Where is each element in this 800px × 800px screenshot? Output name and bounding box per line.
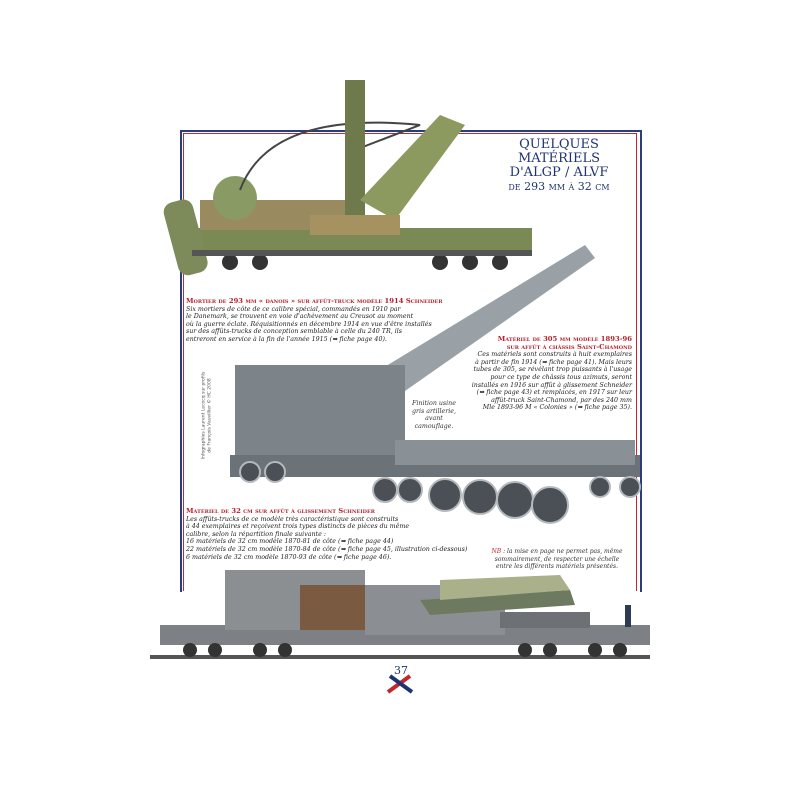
tricolor-frame [180,130,642,592]
finish-note: Finition usine gris artillerie, avant ca… [408,400,460,430]
title-line: QUELQUES [519,137,599,152]
finish-note-line: gris artillerie, [411,407,457,415]
title-subtitle: de 293 mm à 32 cm [508,180,610,193]
finish-note-line: avant [425,415,443,422]
caption-line: affût-truck Saint-Chamond, par des 240 m… [491,396,632,404]
page-title: QUELQUES MATÉRIELS D'ALGP / ALVF de 293 … [485,138,633,194]
finish-note-line: Finition usine [412,400,456,407]
caption-line: 16 matériels de 32 cm modèle 1870-81 de … [186,538,394,546]
caption-line: 6 matériels de 32 cm modèle 1870-93 de c… [186,553,392,561]
caption-line: Mle 1893-96 M « Colonies » (➥ fiche page… [482,404,632,412]
caption-line: Ces matériels sont construits à huit exe… [477,351,632,359]
mortar-293-illustration [163,80,532,276]
title-line: MATÉRIELS [517,151,601,166]
gun-32cm-illustration [150,570,650,659]
page-number: 37 [394,664,408,677]
caption-line: à partir de fin 1914 (➥ fiche page 41). … [475,358,632,366]
caption-line: Six mortiers de côte de ce calibre spéci… [186,305,401,313]
illustration-credit: Infographies Laurent Lecocq sur profils … [202,361,213,471]
gun-305-illustration [230,245,641,524]
caption-line: tubes de 305, se révélant trop puissants… [473,366,633,374]
crossed-flags-icon [386,674,414,694]
caption-line: le Danemark, se trouvent en voie d'achèv… [186,313,414,321]
nb-note: NB : la mise en page ne permet pas, même… [488,548,626,571]
credit-line: Infographies Laurent Lecocq sur profils [201,371,207,460]
caption-mortar-293: Mortier de 293 mm « danois » sur affût-t… [186,297,443,344]
caption-line: où la guerre éclate. Réquisitionnés en d… [186,320,432,328]
caption-line: pour ce type de châssis tous azimuts, se… [490,373,632,381]
title-line: D'ALGP / ALVF [509,165,609,180]
caption-line: installés en 1916 sur affût à glissement… [471,381,632,389]
caption-line: 22 matériels de 32 cm modèle 1870-84 de … [186,545,468,553]
nb-label: NB [491,548,502,555]
caption-line: entreront en service à la fin de l'année… [186,335,387,343]
tricolor-frame-inner [183,133,637,591]
caption-heading: Mortier de 293 mm « danois » sur affût-t… [186,297,443,305]
caption-heading: Matériel de 32 cm sur affût à glissement… [186,507,375,515]
caption-heading: Matériel de 305 mm modèle 1893-96 [497,335,632,343]
finish-note-line: camouflage. [414,422,454,430]
caption-line: à 44 exemplaires et reçoivent trois type… [186,523,410,531]
caption-line: Les affûts-trucks de ce modèle très cara… [186,515,399,523]
credit-line: de François Vauvillier © HC 2008 [207,378,212,453]
caption-gun-305: Matériel de 305 mm modèle 1893-96 sur af… [448,335,633,412]
caption-line: sur des affûts-trucks de conception semb… [186,328,403,336]
caption-line: (➥ fiche page 43) et remplacés, en 1917 … [476,389,632,397]
caption-gun-32cm: Matériel de 32 cm sur affût à glissement… [186,507,468,561]
nb-text: : la mise en page ne permet pas, même so… [494,548,623,570]
caption-line: calibre, selon la répartition finale sui… [186,530,326,538]
caption-heading: sur affût à châssis Saint-Chamond [506,342,632,351]
